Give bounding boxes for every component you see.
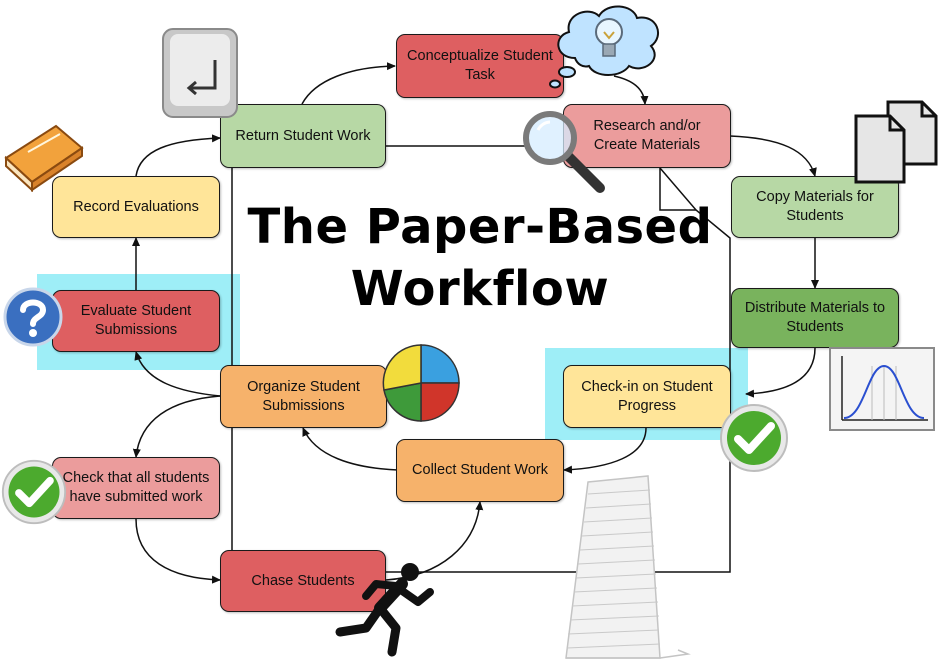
question-icon bbox=[3, 287, 63, 347]
edge-checkin-to-collect bbox=[563, 427, 647, 474]
book-icon bbox=[4, 124, 84, 192]
edge-research-to-copy bbox=[729, 135, 817, 177]
documents-icon bbox=[854, 100, 938, 184]
edge-check-to-chase bbox=[135, 518, 221, 584]
edge-organize-to-evaluate bbox=[134, 351, 221, 397]
title-line-1: The Paper-Based bbox=[247, 199, 713, 255]
edge-conceptualize-to-research bbox=[613, 75, 649, 105]
paper-stack-icon bbox=[565, 475, 691, 659]
title-line-2: Workflow bbox=[350, 261, 610, 317]
edge-organize-to-check bbox=[132, 395, 221, 458]
paper-sheet-fold bbox=[659, 168, 696, 211]
node-record: Record Evaluations bbox=[52, 176, 220, 238]
node-copy: Copy Materials for Students bbox=[731, 176, 899, 238]
diagram-title: The Paper-Based Workflow bbox=[232, 196, 728, 320]
node-organize: Organize Student Submissions bbox=[220, 365, 387, 428]
node-collect: Collect Student Work bbox=[396, 439, 564, 502]
running-person-icon bbox=[335, 563, 434, 657]
edge-return-to-conceptualize bbox=[301, 62, 396, 105]
magnifier-icon bbox=[523, 111, 605, 193]
node-distribute: Distribute Materials to Students bbox=[731, 288, 899, 348]
node-research: Research and/or Create Materials bbox=[563, 104, 731, 168]
edge-collect-to-organize bbox=[302, 427, 399, 471]
pie-chart-icon bbox=[382, 344, 460, 422]
node-checkin: Check-in on Student Progress bbox=[563, 365, 731, 428]
return-key-icon bbox=[162, 28, 238, 118]
edge-distribute-to-checkin bbox=[745, 347, 816, 398]
checkmark-icon bbox=[1, 459, 67, 525]
checkmark-icon bbox=[720, 404, 788, 472]
lightbulb-thought-icon bbox=[549, 5, 659, 89]
node-check-all: Check that all students have submitted w… bbox=[52, 457, 220, 519]
node-evaluate: Evaluate Student Submissions bbox=[52, 290, 220, 352]
edge-record-to-return bbox=[135, 134, 221, 177]
bell-curve-chart-icon bbox=[829, 347, 935, 431]
node-conceptualize: Conceptualize Student Task bbox=[396, 34, 564, 98]
node-return: Return Student Work bbox=[220, 104, 386, 168]
